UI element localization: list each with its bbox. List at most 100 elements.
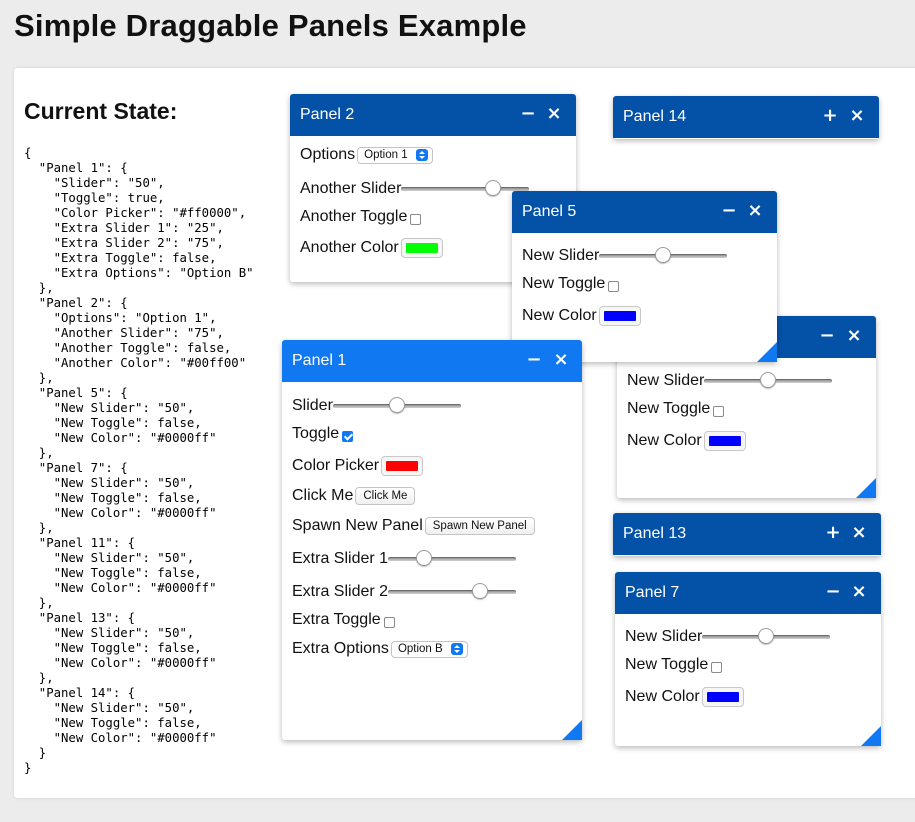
spawn-row: Spawn New Panel Spawn New Panel <box>292 515 535 537</box>
options-select-value: Option 1 <box>364 149 408 161</box>
resize-handle[interactable] <box>757 342 777 362</box>
new-color-row: New Color <box>627 430 746 452</box>
new-slider-label: New Slider <box>625 628 703 645</box>
panel-5-header[interactable]: Panel 5 − × <box>512 191 777 233</box>
panel-2-header[interactable]: Panel 2 − × <box>290 94 576 136</box>
color-picker[interactable] <box>381 456 424 476</box>
extra-slider-2-label: Extra Slider 2 <box>292 583 389 600</box>
options-label: Options <box>300 146 356 163</box>
new-toggle-row: New Toggle <box>522 273 620 295</box>
slider-thumb[interactable] <box>758 628 775 644</box>
new-color-picker[interactable] <box>701 687 744 707</box>
expand-icon[interactable]: + <box>825 522 841 543</box>
another-toggle-label: Another Toggle <box>300 208 408 225</box>
click-me-button[interactable]: Click Me <box>355 487 416 505</box>
select-arrows-icon <box>450 643 463 655</box>
slider-track <box>401 187 530 191</box>
new-slider-row: New Slider <box>522 245 728 267</box>
new-toggle-row: New Toggle <box>627 398 725 420</box>
close-icon[interactable]: × <box>553 349 569 370</box>
extra-toggle-checkbox[interactable] <box>383 616 395 628</box>
minimize-icon[interactable]: − <box>825 581 841 602</box>
resize-handle[interactable] <box>562 720 582 740</box>
panel-13[interactable]: Panel 13 + × <box>613 513 881 556</box>
panel-7-header[interactable]: Panel 7 − × <box>615 572 881 614</box>
minimize-icon[interactable]: − <box>819 325 835 346</box>
new-slider[interactable] <box>702 628 831 645</box>
close-icon[interactable]: × <box>849 105 865 126</box>
new-color-label: New Color <box>627 432 702 449</box>
slider-thumb[interactable] <box>485 180 502 196</box>
another-slider-label: Another Slider <box>300 180 402 197</box>
slider-row: Slider <box>292 395 461 417</box>
new-slider-row: New Slider <box>627 370 833 392</box>
color-swatch <box>706 692 739 702</box>
extra-slider-1-row: Extra Slider 1 <box>292 548 517 570</box>
new-toggle-checkbox[interactable] <box>713 405 725 417</box>
new-slider-row: New Slider <box>625 626 831 648</box>
options-row: Options Option 1 <box>300 144 433 166</box>
options-select[interactable]: Option 1 <box>357 146 433 164</box>
spawn-label: Spawn New Panel <box>292 517 423 534</box>
close-icon[interactable]: × <box>851 581 867 602</box>
another-toggle-checkbox[interactable] <box>410 213 422 225</box>
another-color-picker[interactable] <box>400 238 443 258</box>
close-icon[interactable]: × <box>546 103 562 124</box>
new-color-picker[interactable] <box>598 306 641 326</box>
panel-14[interactable]: Panel 14 + × <box>613 96 879 139</box>
panel-14-header[interactable]: Panel 14 + × <box>613 96 879 138</box>
color-swatch <box>405 243 438 253</box>
color-picker-label: Color Picker <box>292 457 380 474</box>
new-color-picker[interactable] <box>703 431 746 451</box>
new-toggle-checkbox[interactable] <box>711 661 723 673</box>
extra-slider-2[interactable] <box>388 583 517 600</box>
extra-options-select[interactable]: Option B <box>390 640 468 658</box>
slider-thumb[interactable] <box>655 247 672 263</box>
slider[interactable] <box>332 397 461 414</box>
slider-thumb[interactable] <box>760 372 777 388</box>
panel-1-header[interactable]: Panel 1 − × <box>282 340 582 382</box>
another-slider-row: Another Slider <box>300 178 530 200</box>
panel-2[interactable]: Panel 2 − × Options Option 1 Another Sli… <box>290 94 576 282</box>
minimize-icon[interactable]: − <box>520 103 536 124</box>
click-me-label: Click Me <box>292 487 354 504</box>
panel-5-title: Panel 5 <box>522 203 577 220</box>
resize-handle[interactable] <box>861 726 881 746</box>
spawn-new-panel-button[interactable]: Spawn New Panel <box>424 517 535 535</box>
new-slider[interactable] <box>599 247 728 264</box>
toggle-checkbox[interactable] <box>342 430 354 442</box>
extra-options-select-value: Option B <box>397 643 443 655</box>
resize-handle[interactable] <box>856 478 876 498</box>
state-heading: Current State: <box>24 98 178 124</box>
panel-7-title: Panel 7 <box>625 584 680 601</box>
expand-icon[interactable]: + <box>822 105 838 126</box>
another-color-label: Another Color <box>300 239 399 256</box>
slider-thumb[interactable] <box>416 550 433 566</box>
close-icon[interactable]: × <box>846 325 862 346</box>
new-toggle-row: New Toggle <box>625 654 723 676</box>
extra-slider-1-label: Extra Slider 1 <box>292 550 389 567</box>
minimize-icon[interactable]: − <box>526 349 542 370</box>
new-toggle-checkbox[interactable] <box>608 280 620 292</box>
new-color-label: New Color <box>625 688 700 705</box>
slider-track <box>388 557 517 561</box>
new-color-row: New Color <box>625 686 744 708</box>
toggle-label: Toggle <box>292 425 340 442</box>
panel-7[interactable]: Panel 7 − × New Slider New Toggle New Co… <box>615 572 881 746</box>
new-color-label: New Color <box>522 307 597 324</box>
slider-thumb[interactable] <box>388 397 405 413</box>
select-arrows-icon <box>415 149 428 161</box>
extra-toggle-label: Extra Toggle <box>292 611 381 628</box>
slider-thumb[interactable] <box>472 583 489 599</box>
new-slider[interactable] <box>704 372 833 389</box>
close-icon[interactable]: × <box>747 200 763 221</box>
minimize-icon[interactable]: − <box>721 200 737 221</box>
another-slider[interactable] <box>401 180 530 197</box>
another-toggle-row: Another Toggle <box>300 206 422 228</box>
new-slider-label: New Slider <box>627 372 705 389</box>
panel-13-header[interactable]: Panel 13 + × <box>613 513 881 555</box>
panel-1[interactable]: Panel 1 − × Slider Toggle Color Picker C… <box>282 340 582 740</box>
extra-slider-1[interactable] <box>388 550 517 567</box>
close-icon[interactable]: × <box>851 522 867 543</box>
panel-5[interactable]: Panel 5 − × New Slider New Toggle New Co… <box>512 191 777 362</box>
